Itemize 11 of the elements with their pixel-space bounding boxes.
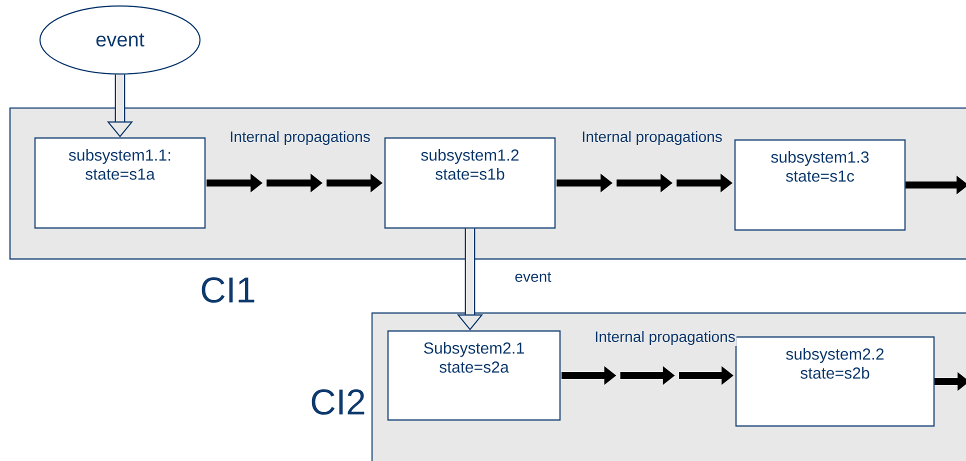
process-box: subsystem1.2 state=s1b: [384, 137, 556, 229]
process-box: Subsystem2.1 state=s2a: [387, 330, 561, 421]
edge-label: Internal propagations: [580, 130, 724, 146]
edge-label: event: [514, 271, 552, 283]
process-box: subsystem1.1: state=s1a: [34, 137, 206, 229]
edge-label: Internal propagations: [228, 130, 372, 146]
edge-label: Internal propagations: [594, 330, 736, 346]
process-box: subsystem1.3 state=s1c: [734, 139, 906, 231]
process-box: subsystem2.2 state=s2b: [735, 336, 935, 427]
panel-heading: CI1: [202, 277, 254, 303]
panel-heading: CI2: [312, 389, 364, 415]
